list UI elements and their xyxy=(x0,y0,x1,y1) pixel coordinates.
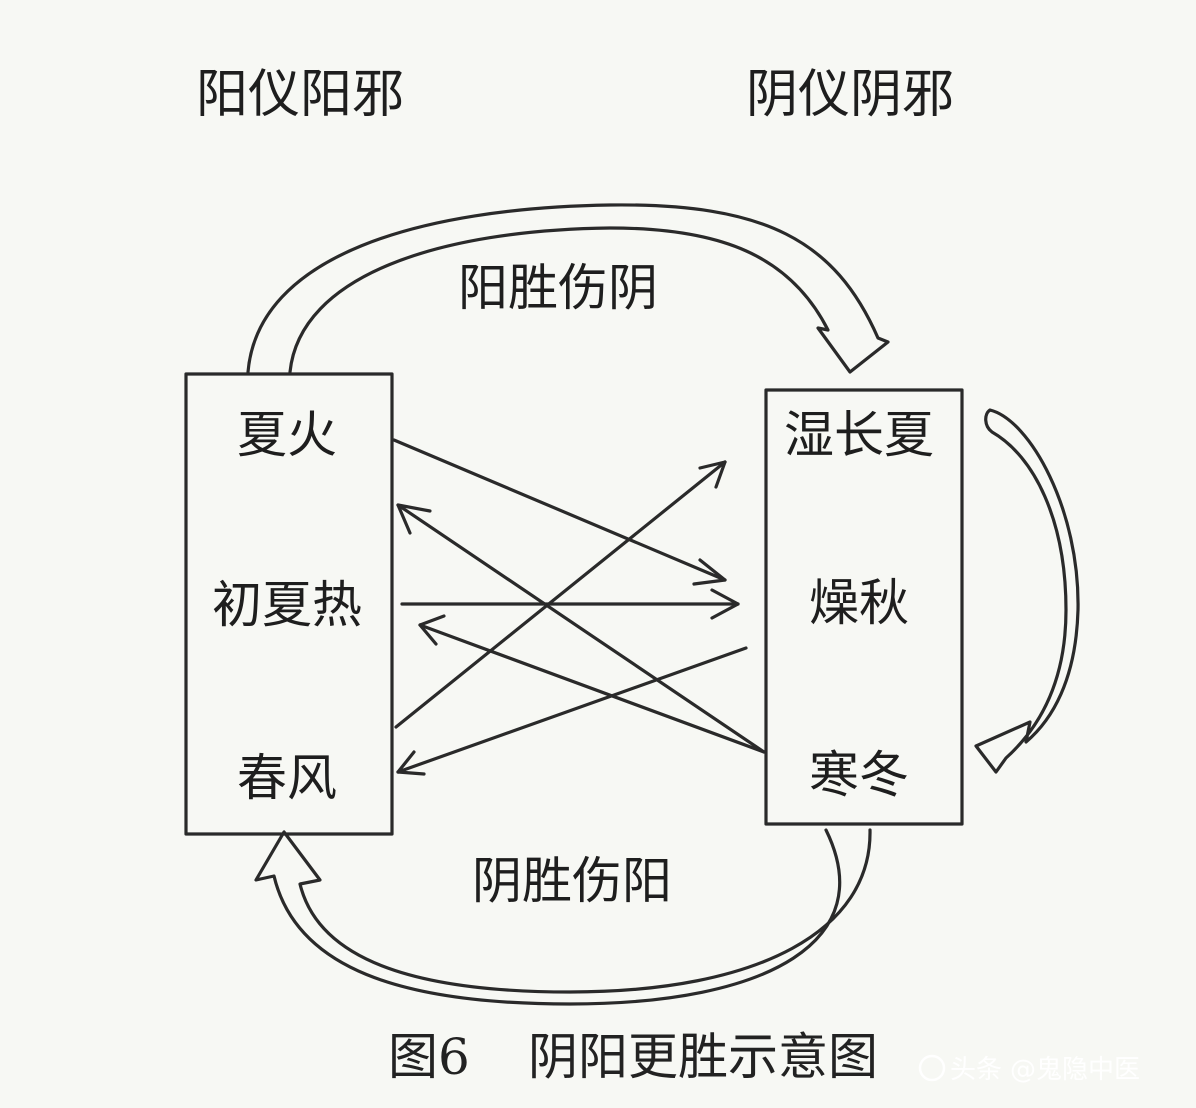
right-item-cold-winter: 寒冬 xyxy=(809,746,909,804)
left-item-spring-wind: 春风 xyxy=(237,749,337,807)
left-box xyxy=(184,372,394,836)
figure-title: 阴阳更胜示意图 xyxy=(528,1028,878,1086)
arrowhead-spring-wind xyxy=(396,750,426,776)
arrowhead-damp-summer xyxy=(698,460,727,489)
watermark: 头条 @鬼隐中医 xyxy=(918,1054,1140,1085)
arrow-dry-autumn-to-spring-wind xyxy=(396,646,748,774)
watermark-logo-icon xyxy=(918,1054,946,1082)
arrow-cold-winter-to-early-heat xyxy=(418,623,766,754)
watermark-handle: @鬼隐中医 xyxy=(1010,1055,1140,1085)
bottom-arc-arrow xyxy=(254,828,872,1006)
left-item-summer-fire: 夏火 xyxy=(237,406,337,464)
right-side-arc-arrow xyxy=(974,408,1080,774)
bottom-arc-label: 阴胜伤阳 xyxy=(472,852,672,910)
arrow-summer-fire-to-dry-autumn xyxy=(392,438,727,582)
right-item-dry-autumn: 燥秋 xyxy=(809,574,909,632)
arrow-cold-winter-to-summer-fire xyxy=(396,503,766,754)
top-arc-label: 阳胜伤阴 xyxy=(458,259,658,317)
arrowhead-dry-autumn-2 xyxy=(710,588,740,620)
arrowhead-summer-fire xyxy=(396,503,432,535)
arrowhead-early-heat xyxy=(418,614,446,646)
watermark-platform: 头条 xyxy=(950,1055,1002,1085)
left-header: 阳仪阳邪 xyxy=(196,65,404,125)
right-header: 阴仪阴邪 xyxy=(746,65,954,125)
arrow-spring-wind-to-damp-summer xyxy=(394,460,727,729)
left-item-early-summer-heat: 初夏热 xyxy=(212,576,362,634)
right-box xyxy=(764,388,964,826)
figure-number: 图6 xyxy=(388,1028,470,1086)
right-item-damp-late-summer: 湿长夏 xyxy=(784,406,934,464)
top-arc-arrow xyxy=(246,203,890,374)
arrowhead-dry-autumn-1 xyxy=(692,558,727,586)
